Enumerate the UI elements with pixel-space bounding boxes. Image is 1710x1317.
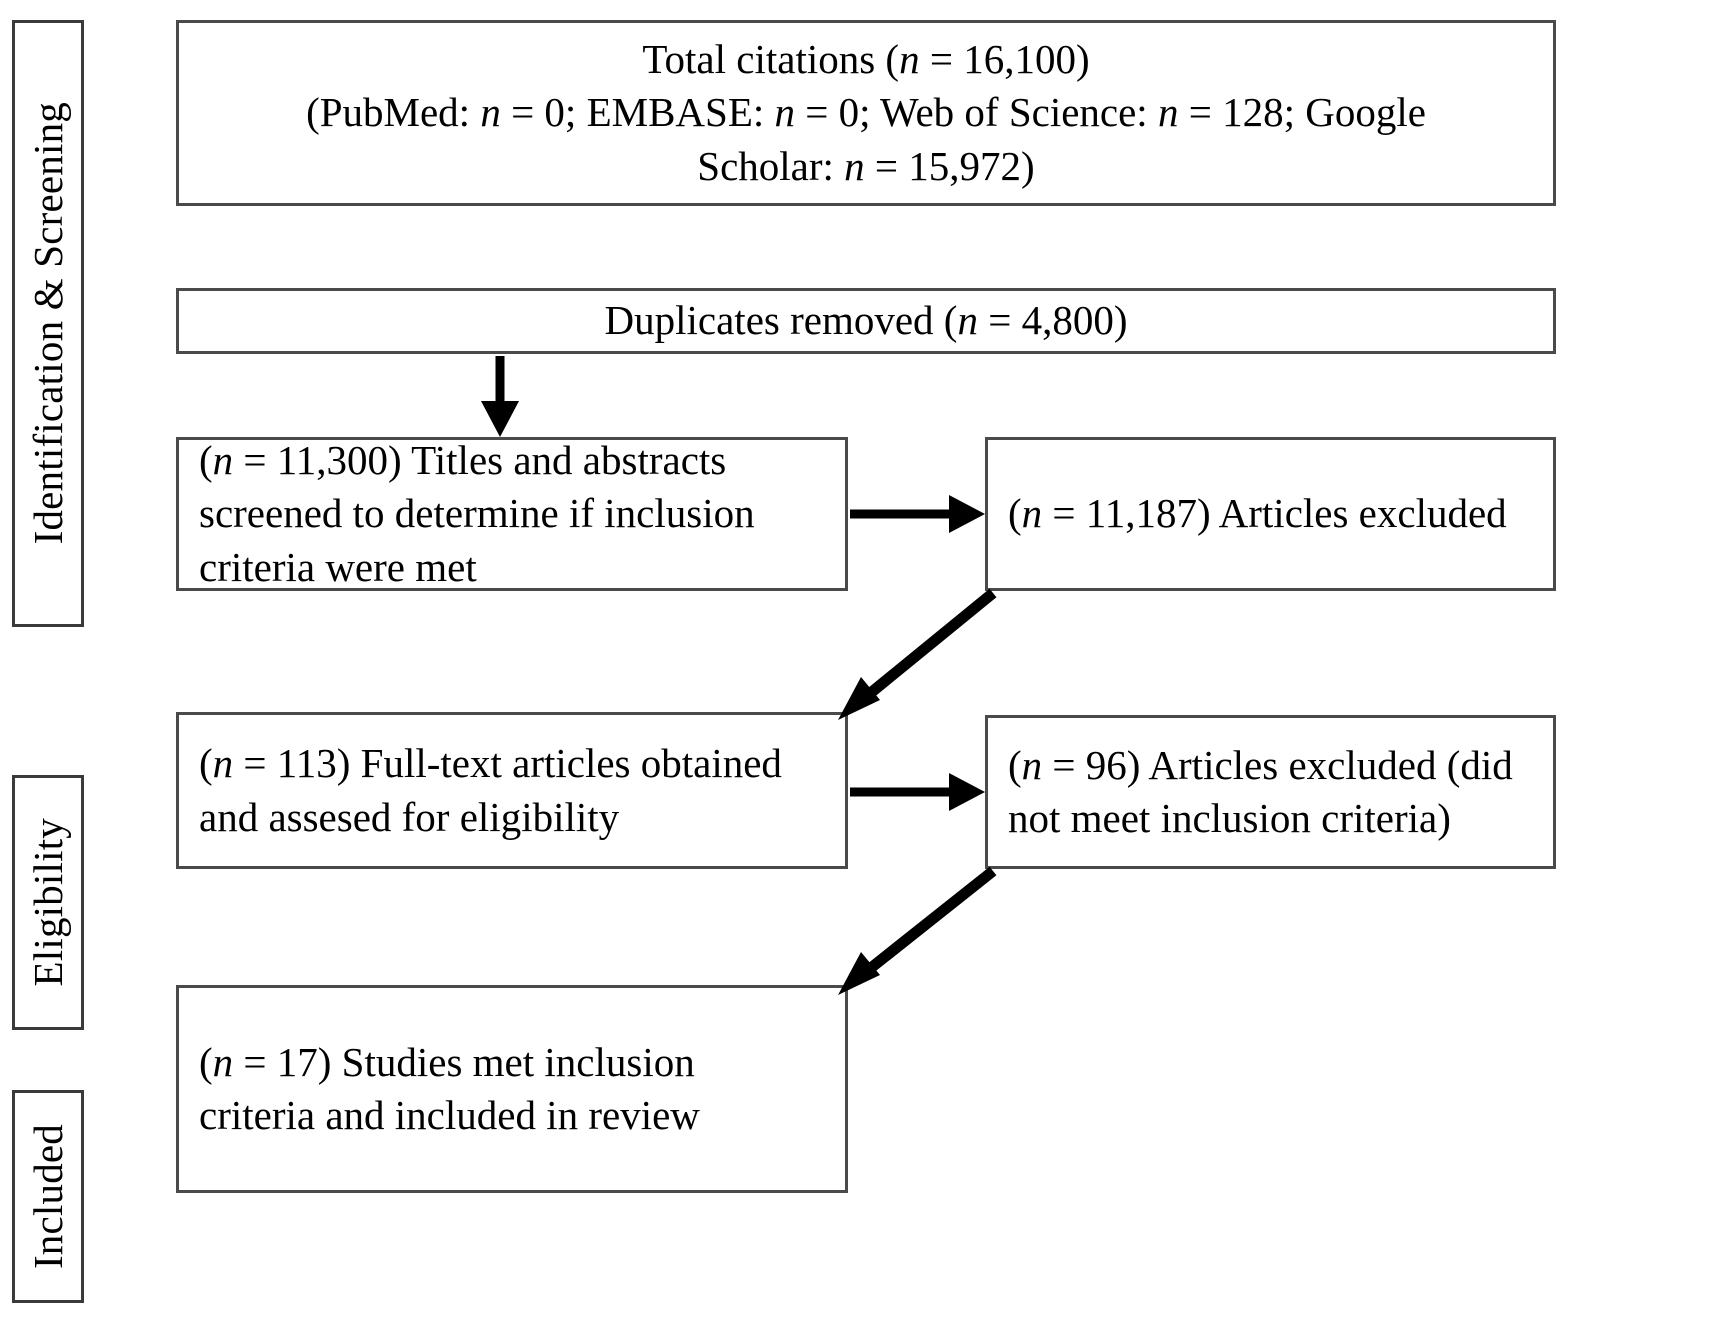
box-line: (n = 11,300) Titles and abstracts bbox=[199, 437, 727, 484]
box-duplicates-removed: Duplicates removed (n = 4,800) bbox=[176, 288, 1556, 354]
box-line: Total citations (n = 16,100) bbox=[642, 36, 1090, 83]
phase-label-included: Included bbox=[12, 1090, 84, 1303]
arrow-screened-to-excluded bbox=[850, 495, 985, 533]
box-line: (n = 11,187) Articles excluded bbox=[1008, 490, 1507, 537]
box-studies-included: (n = 17) Studies met inclusion criteria … bbox=[176, 985, 848, 1193]
box-line: (n = 96) Articles excluded (did bbox=[1008, 741, 1513, 788]
box-full-text-assessed: (n = 113) Full-text articles obtained an… bbox=[176, 712, 848, 869]
box-total-citations: Total citations (n = 16,100) (PubMed: n … bbox=[176, 20, 1556, 206]
phase-label-text: Eligibility bbox=[24, 818, 71, 987]
box-articles-excluded-eligibility: (n = 96) Articles excluded (did not meet… bbox=[985, 715, 1556, 869]
arrow-excluded-to-included bbox=[838, 866, 997, 995]
arrow-duplicates-to-screened bbox=[481, 356, 519, 437]
box-line: criteria were met bbox=[199, 543, 477, 590]
arrow-excluded-to-fulltext bbox=[838, 588, 997, 720]
box-line: Scholar: n = 15,972) bbox=[697, 142, 1035, 189]
box-titles-abstracts-screened: (n = 11,300) Titles and abstracts screen… bbox=[176, 437, 848, 591]
box-line: (n = 113) Full-text articles obtained bbox=[199, 740, 782, 787]
arrow-fulltext-to-excluded bbox=[850, 773, 985, 811]
phase-label-text: Identification & Screening bbox=[24, 102, 71, 545]
box-line: (n = 17) Studies met inclusion bbox=[199, 1038, 695, 1085]
box-line: screened to determine if inclusion bbox=[199, 490, 755, 537]
box-line: not meet inclusion criteria) bbox=[1008, 795, 1451, 841]
box-line: (PubMed: n = 0; EMBASE: n = 0; Web of Sc… bbox=[306, 89, 1426, 136]
phase-label-text: Included bbox=[24, 1123, 71, 1270]
phase-label-eligibility: Eligibility bbox=[12, 775, 84, 1030]
box-line: and assesed for eligibility bbox=[199, 793, 620, 840]
box-articles-excluded-screening: (n = 11,187) Articles excluded bbox=[985, 437, 1556, 591]
box-line: criteria and included in review bbox=[199, 1092, 700, 1138]
box-line: Duplicates removed (n = 4,800) bbox=[604, 297, 1128, 344]
phase-label-identification-screening: Identification & Screening bbox=[12, 20, 84, 627]
